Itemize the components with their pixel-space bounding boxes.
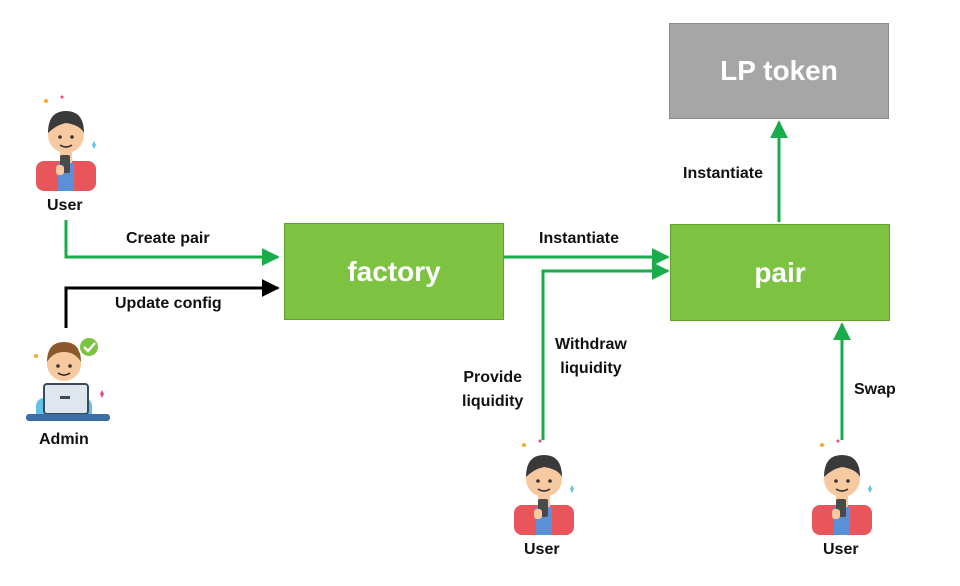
user-provide-label: User [524, 541, 560, 558]
lp-token-node: LP token [669, 23, 889, 119]
admin-actor [22, 332, 112, 424]
pair-label: pair [754, 256, 806, 288]
create-pair-label: Create pair [126, 230, 210, 247]
withdraw-liquidity-line-1: Withdraw [555, 336, 627, 353]
create-pair-arrow [64, 220, 280, 266]
provide-liquidity-line-1: Provide [463, 369, 522, 386]
user-top-actor [30, 93, 102, 193]
lp-token-label: LP token [720, 55, 838, 86]
withdraw-liquidity-line-2: liquidity [560, 360, 622, 377]
liquidity-arrow [541, 262, 670, 440]
provide-liquidity-label: Provide liquidity [462, 366, 523, 414]
instantiate-pair-label: Instantiate [539, 230, 620, 247]
pair-node: pair [670, 224, 890, 321]
swap-label: Swap [854, 381, 896, 398]
user-top-label: User [47, 197, 83, 214]
update-config-arrow [64, 279, 280, 328]
user-swap-label: User [823, 541, 859, 558]
admin-icon [26, 336, 110, 421]
update-config-label: Update config [115, 295, 222, 312]
user-icon [36, 95, 96, 191]
factory-label: factory [347, 255, 441, 287]
user-swap-actor [806, 437, 878, 537]
provide-liquidity-line-2: liquidity [462, 393, 524, 410]
admin-label: Admin [39, 431, 89, 448]
user-provide-actor [508, 437, 580, 537]
instantiate-lp-label: Instantiate [683, 165, 764, 182]
withdraw-liquidity-label: Withdraw liquidity [555, 333, 627, 381]
user-icon [812, 439, 872, 535]
user-icon [514, 439, 574, 535]
factory-node: factory [284, 223, 504, 320]
